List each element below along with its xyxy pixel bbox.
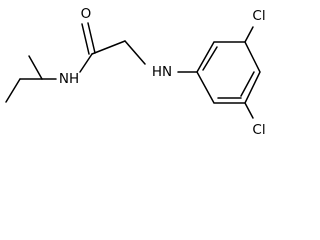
- bond-carbonyl-oxygen-1: [81, 23, 90, 55]
- bond-ring-cl-top: [244, 26, 254, 43]
- bond-nh-carbonyl: [79, 53, 93, 73]
- bond-ch-methyl: [28, 55, 43, 80]
- chlorine-top-label: Cl: [252, 8, 265, 24]
- carbonyl-oxygen-label: O: [81, 6, 92, 22]
- ring-double-bond-1: [202, 46, 218, 71]
- bond-ch2-hn: [124, 40, 146, 65]
- chemical-structure-diagram: O NH HN Cl Cl: [5, 6, 266, 138]
- amide-nh-label: NH: [59, 71, 79, 87]
- benzene-ring: [196, 41, 261, 104]
- amine-hn-label: HN: [152, 64, 172, 80]
- bond-ethyl-ch3-ch2: [5, 78, 21, 103]
- bond-ring-cl-bottom: [244, 102, 254, 119]
- chlorine-bottom-label: Cl: [252, 122, 265, 138]
- ring-double-bond-2: [240, 71, 255, 97]
- bond-carbonyl-oxygen-2: [87, 22, 96, 54]
- bond-carbonyl-ch2: [91, 40, 126, 55]
